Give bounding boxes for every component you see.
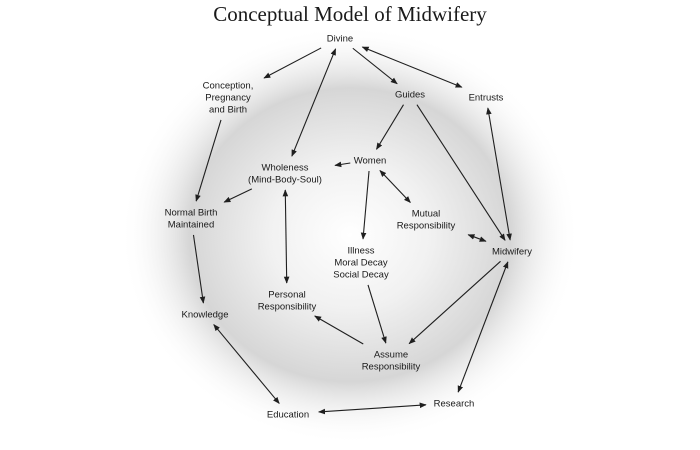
node-assume-line: Responsibility [362, 362, 421, 373]
edge-women-to-wholeness [334, 161, 351, 168]
edge-education-to-research [318, 402, 427, 415]
node-wholeness-line: Wholeness [262, 163, 309, 174]
edges-group [192, 46, 512, 415]
node-knowledge: Knowledge [181, 310, 228, 321]
node-education-line: Education [267, 410, 309, 421]
edge-entrusts-to-midwifery [486, 107, 512, 241]
edge-mutual-to-midwifery [467, 234, 487, 242]
edge-assume-to-personal [314, 315, 364, 345]
node-entrusts: Entrusts [469, 93, 504, 104]
node-illness-line: Moral Decay [334, 258, 388, 269]
node-wholeness-line: (Mind-Body-Soul) [248, 175, 322, 186]
node-guides-line: Guides [395, 90, 425, 101]
edge-conception-to-normal-birth [195, 119, 222, 202]
edge-divine-to-entrusts [361, 46, 463, 88]
node-personal-line: Personal [268, 290, 306, 301]
node-divine-line: Divine [327, 34, 353, 45]
edge-women-to-mutual [379, 169, 411, 204]
node-knowledge-line: Knowledge [181, 310, 228, 321]
node-illness-line: Illness [348, 246, 375, 257]
node-mutual-line: Responsibility [397, 221, 456, 232]
edge-midwifery-to-research [457, 261, 509, 393]
node-divine: Divine [327, 34, 353, 45]
node-personal-line: Responsibility [258, 302, 317, 313]
node-midwifery: Midwifery [492, 247, 532, 258]
node-mutual-line: Mutual [412, 209, 441, 220]
edge-knowledge-to-education [213, 324, 280, 404]
diagram-title: Conceptual Model of Midwifery [213, 2, 487, 26]
node-research: Research [434, 399, 475, 410]
node-conception-line: Conception, [203, 81, 254, 92]
node-illness-line: Social Decay [333, 270, 389, 281]
node-conception-line: and Birth [209, 105, 247, 116]
node-assume-line: Assume [374, 350, 408, 361]
edge-wholeness-to-normal-birth [223, 188, 253, 203]
edge-illness-to-assume [367, 284, 387, 344]
node-entrusts-line: Entrusts [469, 93, 504, 104]
node-midwifery-line: Midwifery [492, 247, 532, 258]
node-guides: Guides [395, 90, 425, 101]
node-normal-birth-line: Normal Birth [165, 208, 218, 219]
edge-women-to-illness [360, 170, 370, 240]
node-education: Education [267, 410, 309, 421]
edge-guides-to-women [376, 104, 404, 150]
background-glow [120, 25, 580, 445]
node-women: Women [354, 156, 387, 167]
node-research-line: Research [434, 399, 475, 410]
node-normal-birth-line: Maintained [168, 220, 214, 231]
edge-normal-birth-to-knowledge [192, 234, 206, 304]
edge-divine-to-wholeness [291, 48, 337, 157]
node-women-line: Women [354, 156, 387, 167]
node-conception-line: Pregnancy [205, 93, 251, 104]
node-wholeness: Wholeness(Mind-Body-Soul) [248, 163, 322, 186]
edge-wholeness-to-personal [282, 189, 290, 284]
